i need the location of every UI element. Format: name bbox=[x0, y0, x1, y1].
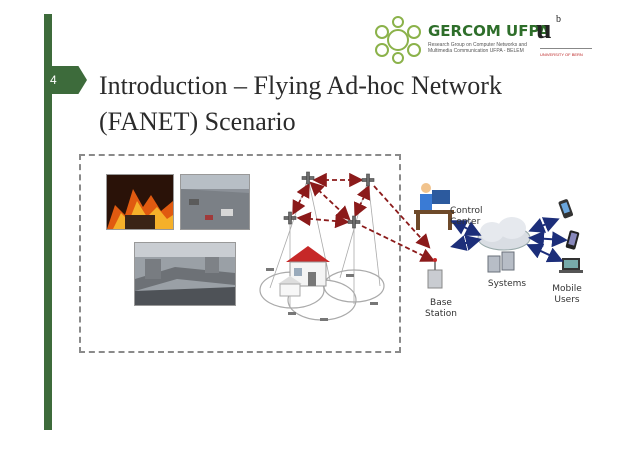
fanet-uav-diagram bbox=[259, 171, 436, 321]
phone-icon bbox=[558, 199, 573, 219]
house-icon bbox=[286, 246, 330, 287]
scenario-box bbox=[79, 154, 401, 353]
gercom-logo-name: GERCOM UFPA bbox=[428, 22, 550, 40]
flood-photo bbox=[180, 174, 250, 230]
fire-photo bbox=[106, 174, 174, 230]
ub-logo-divider bbox=[540, 48, 592, 49]
control-center-label: Control Center bbox=[450, 206, 483, 227]
gercom-logo-icon bbox=[375, 16, 421, 64]
ub-logo-subtitle: UNIVERSITY OF BERN bbox=[540, 52, 583, 57]
control-center-icon bbox=[414, 183, 454, 230]
systems-servers-icon bbox=[487, 251, 515, 273]
slide-title: Introduction – Flying Ad-hoc Network (FA… bbox=[99, 68, 579, 140]
slide-number-tab bbox=[44, 66, 87, 94]
base-station-label: Base Station bbox=[425, 298, 457, 319]
ub-logo-letter: u bbox=[536, 14, 552, 45]
mobile-users-label: Mobile Users bbox=[552, 284, 582, 305]
base-station-icon bbox=[427, 258, 443, 289]
smartphone-icon bbox=[565, 230, 580, 250]
slide-accent-bar bbox=[44, 14, 52, 430]
slide-title-line-2: (FANET) Scenario bbox=[99, 107, 296, 136]
network-diagram bbox=[414, 183, 583, 289]
slide-title-line-1: Introduction – Flying Ad-hoc Network bbox=[99, 71, 502, 100]
gercom-logo-subtitle: Research Group on Computer Networks and … bbox=[428, 42, 527, 54]
small-house-icon bbox=[278, 276, 302, 297]
earthquake-photo bbox=[134, 242, 236, 306]
systems-label: Systems bbox=[487, 279, 527, 289]
laptop-icon bbox=[559, 258, 583, 273]
ub-logo-superscript: b bbox=[556, 14, 561, 25]
slide-number: 4 bbox=[50, 73, 57, 87]
